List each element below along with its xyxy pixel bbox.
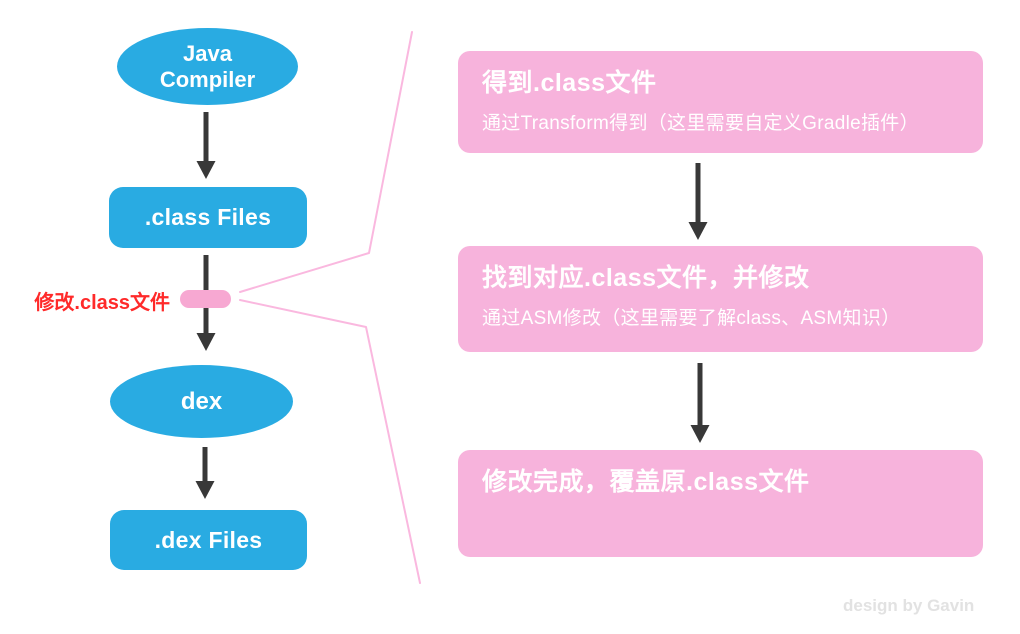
step-box-get-class-file: 得到.class文件 通过Transform得到（这里需要自定义Gradle插件… (458, 51, 983, 153)
node-dex-label: dex (180, 387, 223, 415)
modify-class-label: 修改.class文件 (34, 292, 170, 314)
modify-step-pill (180, 290, 231, 308)
node-java-compiler: Java Compiler (117, 28, 298, 105)
design-credit: design by Gavin (843, 596, 975, 615)
step-box-overwrite-class-file: 修改完成，覆盖原.class文件 (458, 450, 983, 557)
callout-lines (239, 31, 421, 584)
node-class-files: .class Files (109, 187, 307, 248)
node-dex-files-label: .dex Files (154, 526, 263, 553)
step-title: 得到.class文件 (482, 69, 657, 97)
node-class-files-label: .class Files (144, 204, 272, 230)
step-title: 找到对应.class文件，并修改 (482, 264, 810, 292)
step-subtitle: 通过ASM修改（这里需要了解class、ASM知识） (482, 308, 901, 329)
step-subtitle: 通过Transform得到（这里需要自定义Gradle插件） (482, 113, 919, 134)
node-java-compiler-label: Java Compiler (159, 40, 256, 92)
node-dex-files: .dex Files (110, 510, 307, 570)
step-title: 修改完成，覆盖原.class文件 (482, 468, 810, 496)
step-box-find-and-modify: 找到对应.class文件，并修改 通过ASM修改（这里需要了解class、ASM… (458, 246, 983, 352)
node-dex: dex (110, 365, 293, 438)
